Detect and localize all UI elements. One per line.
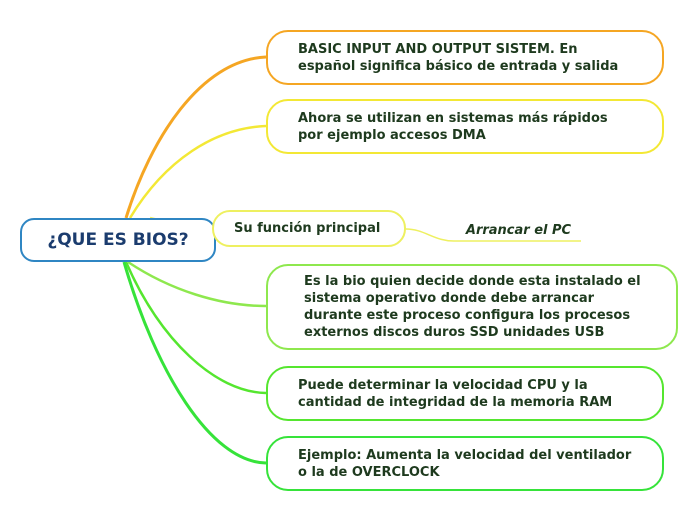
topic-text: Ejemplo: Aumenta la velocidad del ventil… [298, 447, 632, 480]
topic-text: BASIC INPUT AND OUTPUT SISTEM. En españo… [298, 41, 619, 74]
topic-text: Es la bio quien decide donde esta instal… [304, 274, 641, 340]
connector-topic-5 [124, 261, 267, 395]
topic-bios-definition[interactable]: BASIC INPUT AND OUTPUT SISTEM. En españo… [266, 30, 664, 85]
connector-subtopic [405, 228, 457, 242]
topic-text: Su función principal [234, 221, 381, 236]
topic-faster-systems[interactable]: Ahora se utilizan en sistemas más rápido… [266, 99, 664, 154]
topic-text: Puede determinar la velocidad CPU y la c… [298, 377, 613, 410]
connector-topic-4 [127, 260, 267, 308]
topic-cpu-ram[interactable]: Puede determinar la velocidad CPU y la c… [266, 366, 664, 421]
topic-main-function[interactable]: Su función principal [212, 210, 406, 247]
root-topic-label: ¿QUE ES BIOS? [47, 229, 189, 250]
connector-topic-2 [128, 124, 267, 219]
topic-text: Ahora se utilizan en sistemas más rápido… [298, 110, 608, 143]
topic-example-overclock[interactable]: Ejemplo: Aumenta la velocidad del ventil… [266, 436, 664, 491]
subtopic-boot-pc[interactable]: Arrancar el PC [456, 220, 581, 240]
subtopic-text: Arrancar el PC [465, 222, 572, 238]
connector-topic-1 [124, 55, 267, 219]
root-topic[interactable]: ¿QUE ES BIOS? [20, 218, 216, 262]
topic-os-detection[interactable]: Es la bio quien decide donde esta instal… [266, 264, 678, 350]
connector-topic-6 [122, 261, 267, 465]
